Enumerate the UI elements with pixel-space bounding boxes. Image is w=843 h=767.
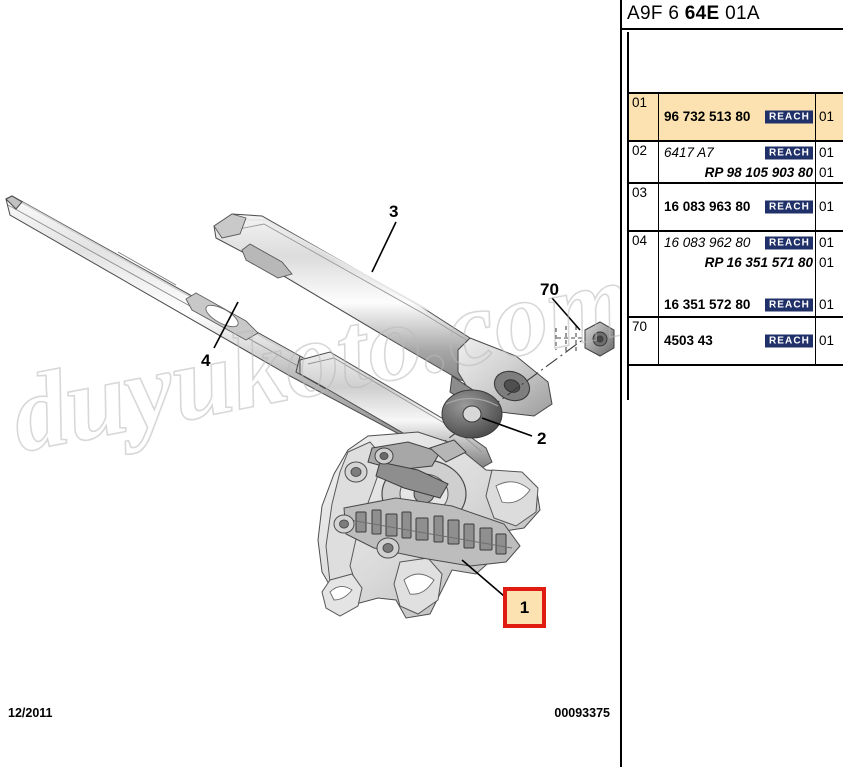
part-number: 16 351 572 80	[664, 297, 751, 313]
quantity-value: 01	[819, 165, 835, 180]
callout-label-3: 3	[389, 202, 399, 221]
callout-label-1-highlighted: 1	[503, 587, 546, 628]
reach-badge: REACH	[764, 236, 813, 250]
reach-badge: REACH	[764, 298, 813, 312]
table-row: 70 4503 43 REACH 01	[629, 318, 843, 366]
footer-document-number: 00093375	[554, 706, 610, 720]
footer-date: 12/2011	[8, 706, 53, 720]
part-reference-line: 6417 A7 REACH	[659, 142, 815, 164]
panel-divider	[620, 0, 622, 767]
reach-badge: REACH	[764, 200, 813, 214]
table-closing-rule	[627, 366, 843, 400]
row-index-cell: 02	[629, 142, 659, 182]
part-reference-line: 4503 43 REACH	[659, 330, 815, 352]
table-row: 04 16 083 962 80 REACH RP 16 351 571 80 16 3…	[629, 232, 843, 318]
callout-label-4: 4	[201, 351, 211, 370]
quantity-value: 01	[819, 235, 835, 250]
part-number: 16 083 962 80	[664, 235, 751, 251]
part-reference-line: RP 98 105 903 80	[659, 164, 815, 182]
row-spacer	[659, 218, 815, 230]
spindle-cap-part	[441, 389, 503, 439]
table-empty-header-row	[627, 32, 843, 94]
row-index-cell: 01	[629, 94, 659, 140]
part-reference-line: 96 732 513 80 REACH	[659, 106, 815, 128]
page-footer: 12/2011 00093375	[0, 706, 620, 736]
callout-label-70: 70	[540, 280, 559, 299]
row-spacer	[659, 184, 815, 196]
table-row: 03 16 083 963 80 REACH 01	[629, 184, 843, 232]
quantity-value: 01	[819, 199, 835, 214]
quantity-value: 01	[819, 333, 835, 348]
part-number: 96 732 513 80	[664, 109, 751, 125]
row-gap	[659, 272, 815, 294]
row-reference-cell: 4503 43 REACH	[659, 318, 815, 364]
part-reference-line: RP 16 351 571 80	[659, 254, 815, 272]
row-spacer	[816, 128, 843, 140]
quantity-value: 01	[819, 255, 835, 270]
callout-label-2: 2	[537, 429, 547, 448]
part-reference-line: 16 083 963 80 REACH	[659, 196, 815, 218]
quantity-value: 01	[819, 109, 835, 124]
row-spacer	[816, 318, 843, 330]
reach-badge: REACH	[764, 110, 813, 124]
row-spacer	[816, 352, 843, 364]
reach-badge: REACH	[764, 334, 813, 348]
row-reference-cell: 96 732 513 80 REACH	[659, 94, 815, 140]
row-reference-cell: 16 083 963 80 REACH	[659, 184, 815, 230]
part-number: RP 98 105 903 80	[704, 165, 813, 181]
row-index-cell: 70	[629, 318, 659, 364]
row-reference-cell: 16 083 962 80 REACH RP 16 351 571 80 16 351…	[659, 232, 815, 316]
technical-exploded-drawing: duyukoto.com	[1, 195, 620, 619]
callout-leader-lines	[213, 221, 581, 597]
row-spacer	[816, 94, 843, 106]
row-spacer	[816, 184, 843, 196]
part-number: 4503 43	[664, 333, 713, 349]
part-reference-line: 16 351 572 80 REACH	[659, 294, 815, 316]
reference-code-suffix: 01A	[719, 3, 760, 24]
reference-code-prefix: A9F 6	[627, 3, 685, 24]
quantity-value: 01	[819, 145, 835, 160]
reach-badge: REACH	[764, 146, 813, 160]
reference-code-strong: 64E	[684, 3, 720, 24]
row-spacer	[659, 128, 815, 140]
part-reference-line: 16 083 962 80 REACH	[659, 232, 815, 254]
wiper-motor-assembly-part	[317, 431, 541, 619]
row-index-cell: 04	[629, 232, 659, 316]
row-quantity-cell: 01	[815, 184, 843, 230]
part-number: RP 16 351 571 80	[704, 255, 813, 271]
row-spacer	[659, 318, 815, 330]
part-number: 16 083 963 80	[664, 199, 751, 215]
reference-code-header: A9F 6 64E 01A	[622, 0, 843, 30]
row-quantity-cell: 01	[815, 318, 843, 364]
callout-1-text: 1	[519, 598, 530, 617]
retaining-nut-part	[555, 321, 615, 357]
row-quantity-cell: 01	[815, 94, 843, 140]
reference-code: A9F 6 64E 01A	[627, 3, 760, 25]
row-reference-cell: 6417 A7 REACH RP 98 105 903 80	[659, 142, 815, 182]
illustration-panel: duyukoto.com 3 4 70 2 1 12/2011 00093375	[0, 195, 620, 736]
row-spacer	[659, 352, 815, 364]
row-quantity-cell: 01 01 01	[815, 232, 843, 316]
row-spacer	[816, 218, 843, 230]
row-gap	[816, 272, 843, 294]
table-row: 01 96 732 513 80 REACH 01	[629, 94, 843, 142]
row-index-cell: 03	[629, 184, 659, 230]
part-number: 6417 A7	[664, 145, 714, 161]
row-spacer	[659, 94, 815, 106]
quantity-value: 01	[819, 297, 835, 312]
